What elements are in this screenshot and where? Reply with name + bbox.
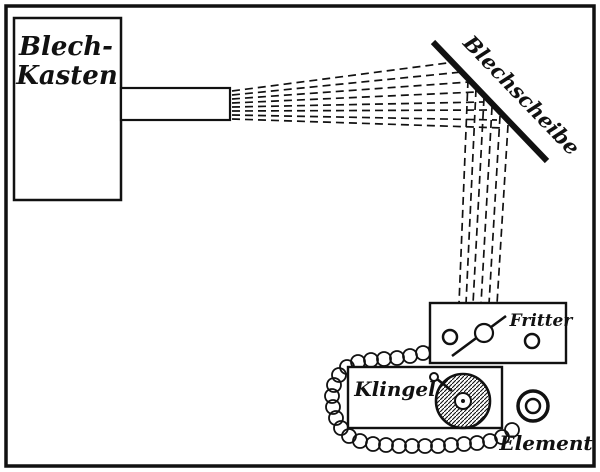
bell-label: Klingel <box>353 377 436 401</box>
battery-terminal: Element <box>498 389 593 455</box>
bell-gong-center-dot <box>461 399 465 403</box>
horn-tube <box>119 86 232 122</box>
wave-rays-horizontal <box>231 61 504 129</box>
coherer-label: Fritter <box>509 311 574 331</box>
transmitter-label-line2: Kasten <box>15 61 118 91</box>
coherer-left-terminal <box>441 328 459 346</box>
coherer-bead <box>473 322 495 344</box>
bell-hammer-head <box>429 372 439 382</box>
reflector-sheet: Blechscheibe <box>430 29 585 164</box>
diagram-border-frame <box>4 4 596 468</box>
transmitter-box: Blech- Kasten <box>12 16 123 202</box>
transmitter-label-line1: Blech- <box>18 32 113 62</box>
wave-rays-vertical <box>458 79 509 305</box>
reflector-label: Blechscheibe <box>458 29 585 160</box>
bell-box: Klingel <box>346 365 504 430</box>
coherer-right-terminal <box>523 332 541 350</box>
battery-label: Element <box>498 431 593 455</box>
coherer-box: Fritter <box>428 301 574 365</box>
